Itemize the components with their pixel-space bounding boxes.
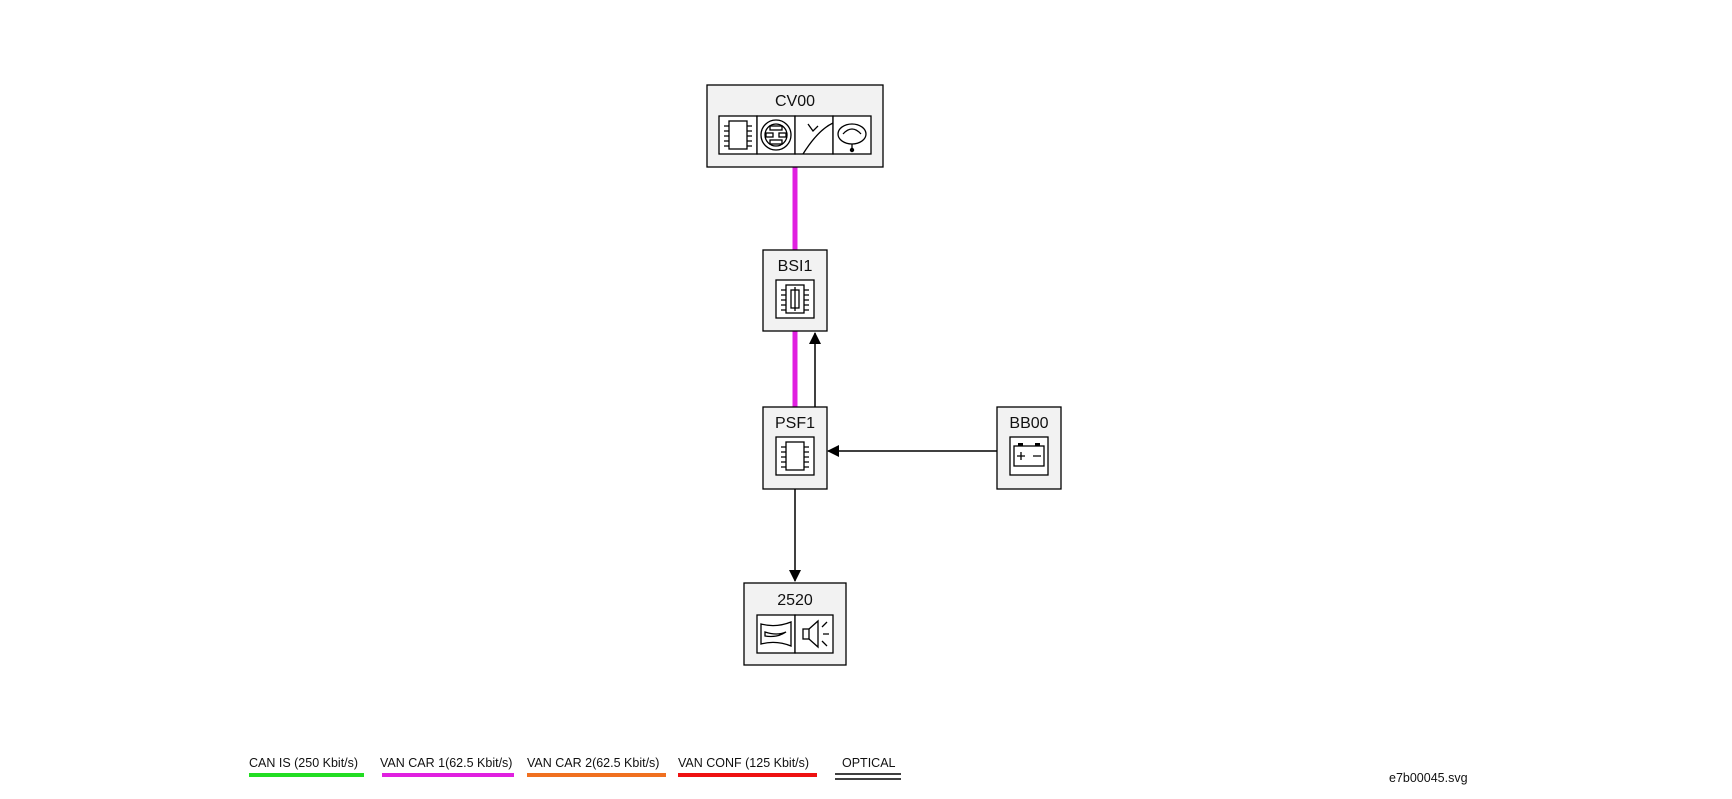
node-bb00[interactable]: BB00: [996, 406, 1062, 490]
node-psf1[interactable]: PSF1: [762, 406, 828, 490]
ecu-chip-icon: [718, 115, 758, 155]
node-label-cv00: CV00: [775, 93, 815, 110]
battery-icon: [1009, 436, 1049, 476]
legend-item-can-is: CAN IS (250 Kbit/s): [249, 756, 364, 777]
legend: CAN IS (250 Kbit/s) VAN CAR 1(62.5 Kbit/…: [249, 756, 901, 780]
legend-label-optical: OPTICAL: [842, 756, 896, 770]
node-cv00[interactable]: CV00: [706, 84, 884, 168]
ecu-chip-icon: [775, 436, 815, 476]
node-label-psf1: PSF1: [775, 415, 815, 432]
legend-label-can-is: CAN IS (250 Kbit/s): [249, 756, 358, 770]
legend-item-van-car-1: VAN CAR 1(62.5 Kbit/s): [380, 756, 514, 777]
horn-icon: [756, 614, 796, 654]
footer-filename: e7b00045.svg: [1389, 771, 1468, 785]
fuse-box-icon: [775, 279, 815, 319]
connections: [789, 167, 997, 582]
speaker-icon: [794, 614, 834, 654]
node-2520[interactable]: 2520: [743, 582, 847, 666]
node-label-bb00: BB00: [1009, 415, 1048, 432]
legend-item-optical: OPTICAL: [835, 756, 901, 780]
legend-label-van-conf: VAN CONF (125 Kbit/s): [678, 756, 809, 770]
legend-label-van-car-2: VAN CAR 2(62.5 Kbit/s): [527, 756, 659, 770]
node-bsi1[interactable]: BSI1: [762, 249, 828, 332]
node-label-bsi1: BSI1: [778, 258, 813, 275]
steering-column-icon: [794, 115, 834, 155]
legend-item-van-car-2: VAN CAR 2(62.5 Kbit/s): [527, 756, 666, 777]
steering-wheel-icon: [832, 115, 872, 155]
switch-module-icon: [756, 115, 796, 155]
legend-label-van-car-1: VAN CAR 1(62.5 Kbit/s): [380, 756, 512, 770]
node-label-2520: 2520: [777, 592, 813, 609]
legend-item-van-conf: VAN CONF (125 Kbit/s): [678, 756, 817, 777]
